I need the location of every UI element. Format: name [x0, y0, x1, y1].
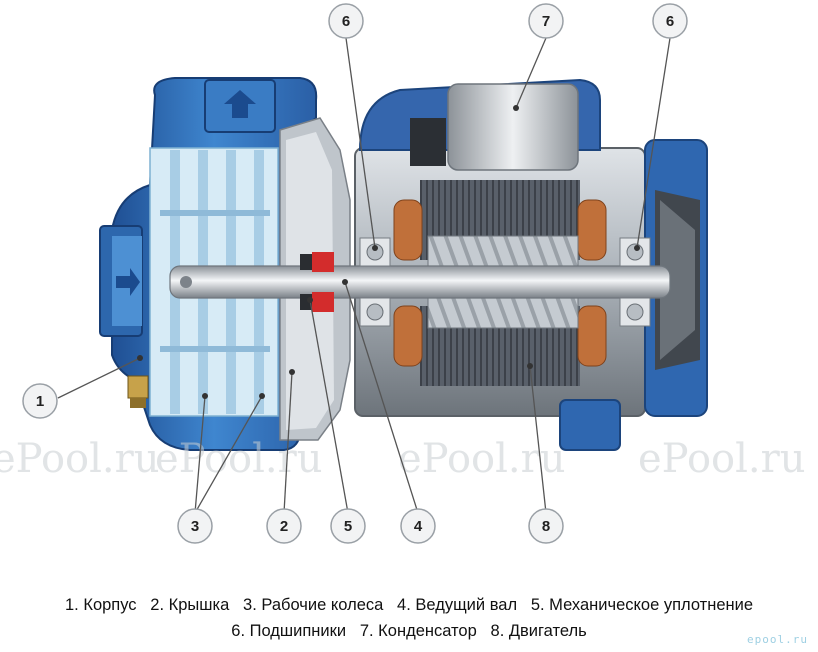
callout-3-label: 3 [191, 518, 199, 535]
callout-8: 8 [528, 508, 564, 544]
inlet-arrow-icon [116, 268, 140, 296]
callout-1: 1 [22, 383, 58, 419]
callout-5: 5 [330, 508, 366, 544]
watermark-4: ePool.ru [638, 436, 806, 482]
callout-7-label: 7 [542, 13, 550, 30]
leader-lines [57, 37, 671, 514]
watermark-1: ePool.ru [0, 436, 160, 482]
watermark-layer: ePool.ru ePool.ru ePool.ru ePool.ru [0, 436, 806, 482]
callout-2-label: 2 [280, 518, 288, 535]
callout-4-label: 4 [414, 518, 423, 535]
capacitor [447, 83, 579, 171]
callout-1-label: 1 [36, 393, 44, 410]
legend-line-2: 6. Подшипники 7. Конденсатор 8. Двигател… [231, 622, 587, 640]
callout-6-rear: 6 [652, 3, 688, 39]
bearing-front [359, 237, 391, 327]
mechanical-seal [300, 252, 334, 312]
callout-8-label: 8 [542, 518, 550, 535]
outlet-arrow-icon [224, 90, 256, 118]
terminal-box [410, 118, 446, 166]
bearing-rear [619, 237, 651, 327]
callout-2: 2 [266, 508, 302, 544]
leader-dots [137, 105, 640, 399]
callout-6-rear-label: 6 [666, 13, 674, 30]
drive-shaft [169, 265, 671, 299]
stator-windings [393, 199, 607, 367]
legend-line-1: 1. Корпус 2. Крышка 3. Рабочие колеса 4.… [64, 596, 754, 614]
callout-6-front: 6 [328, 3, 364, 39]
callout-7: 7 [528, 3, 564, 39]
callout-5-label: 5 [344, 518, 352, 535]
callout-6-front-label: 6 [342, 13, 350, 30]
watermark-3: ePool.ru [398, 436, 566, 482]
callout-4: 4 [400, 508, 436, 544]
callout-3: 3 [177, 508, 213, 544]
corner-logo: epool.ru [747, 633, 808, 646]
watermark-2: ePool.ru [155, 436, 323, 482]
